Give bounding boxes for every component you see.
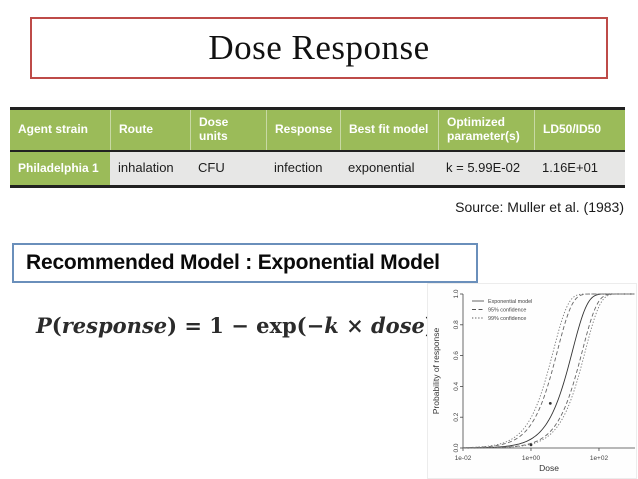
cell-agent-strain: Philadelphia 1 — [10, 152, 110, 185]
recommended-model-box: Recommended Model : Exponential Model — [12, 243, 478, 283]
y-tick-label: 0.2 — [453, 412, 460, 421]
col-header-ld50-id50: LD50/ID50 — [534, 110, 625, 150]
y-tick-label: 1.0 — [453, 289, 460, 298]
curve-dashed — [462, 293, 635, 449]
cell-ld50-id50: 1.16E+01 — [542, 160, 599, 176]
formula-segment: ( — [51, 313, 62, 338]
data-point — [548, 401, 552, 405]
cell-optimized-parameter: k = 5.99E-02 — [446, 160, 521, 176]
formula-segment: × — [338, 313, 371, 338]
slide-title-box: Dose Response — [30, 17, 608, 79]
formula-segment: k — [324, 313, 339, 338]
cell-route: inhalation — [118, 160, 174, 176]
cell-dose-units: CFU — [198, 160, 225, 176]
x-tick-label: 1e-02 — [455, 455, 472, 462]
x-axis-label: Dose — [539, 463, 559, 473]
data-point — [529, 443, 533, 447]
slide-title: Dose Response — [208, 28, 430, 67]
col-header-route: Route — [110, 110, 190, 150]
source-citation: Source: Muller et al. (1983) — [455, 199, 624, 215]
y-axis-label: Probability of response — [431, 327, 441, 414]
y-tick-label: 0.0 — [453, 443, 460, 452]
col-header-dose-units: Dose units — [190, 110, 266, 150]
y-tick-label: 0.4 — [453, 382, 460, 391]
cell-best-fit-model: exponential — [348, 160, 415, 176]
formula-segment: response — [61, 313, 168, 338]
x-tick-label: 1e+02 — [590, 455, 609, 462]
formula-segment: P — [36, 313, 52, 338]
x-tick-label: 1e+00 — [522, 455, 541, 462]
col-header-best-fit-model: Best fit model — [340, 110, 438, 150]
col-header-agent-strain: Agent strain — [18, 122, 89, 137]
col-header-optimized-parameters: Optimized parameter(s) — [438, 110, 534, 150]
y-tick-label: 0.6 — [453, 351, 460, 360]
formula: P(response) = 1 − exp(−k × dose) — [36, 313, 435, 338]
legend-label: 99% confidence — [488, 316, 526, 322]
legend-label: Exponential model — [488, 299, 532, 305]
formula-segment: = 1 − exp(− — [177, 313, 325, 338]
curve-dotted — [462, 293, 635, 449]
legend-label: 95% confidence — [488, 308, 526, 314]
formula-segment: ) — [167, 313, 178, 338]
dose-response-table: Agent strain Route Dose units Response B… — [10, 107, 625, 188]
table-header-row: Agent strain Route Dose units Response B… — [10, 110, 625, 152]
formula-segment: dose — [371, 313, 425, 338]
recommended-model-text: Recommended Model : Exponential Model — [26, 251, 440, 274]
col-header-response: Response — [266, 110, 340, 150]
y-tick-label: 0.8 — [453, 320, 460, 329]
cell-response: infection — [274, 160, 323, 176]
table-row: Philadelphia 1 inhalation CFU infection … — [10, 152, 625, 185]
curve-dotted — [463, 293, 635, 449]
